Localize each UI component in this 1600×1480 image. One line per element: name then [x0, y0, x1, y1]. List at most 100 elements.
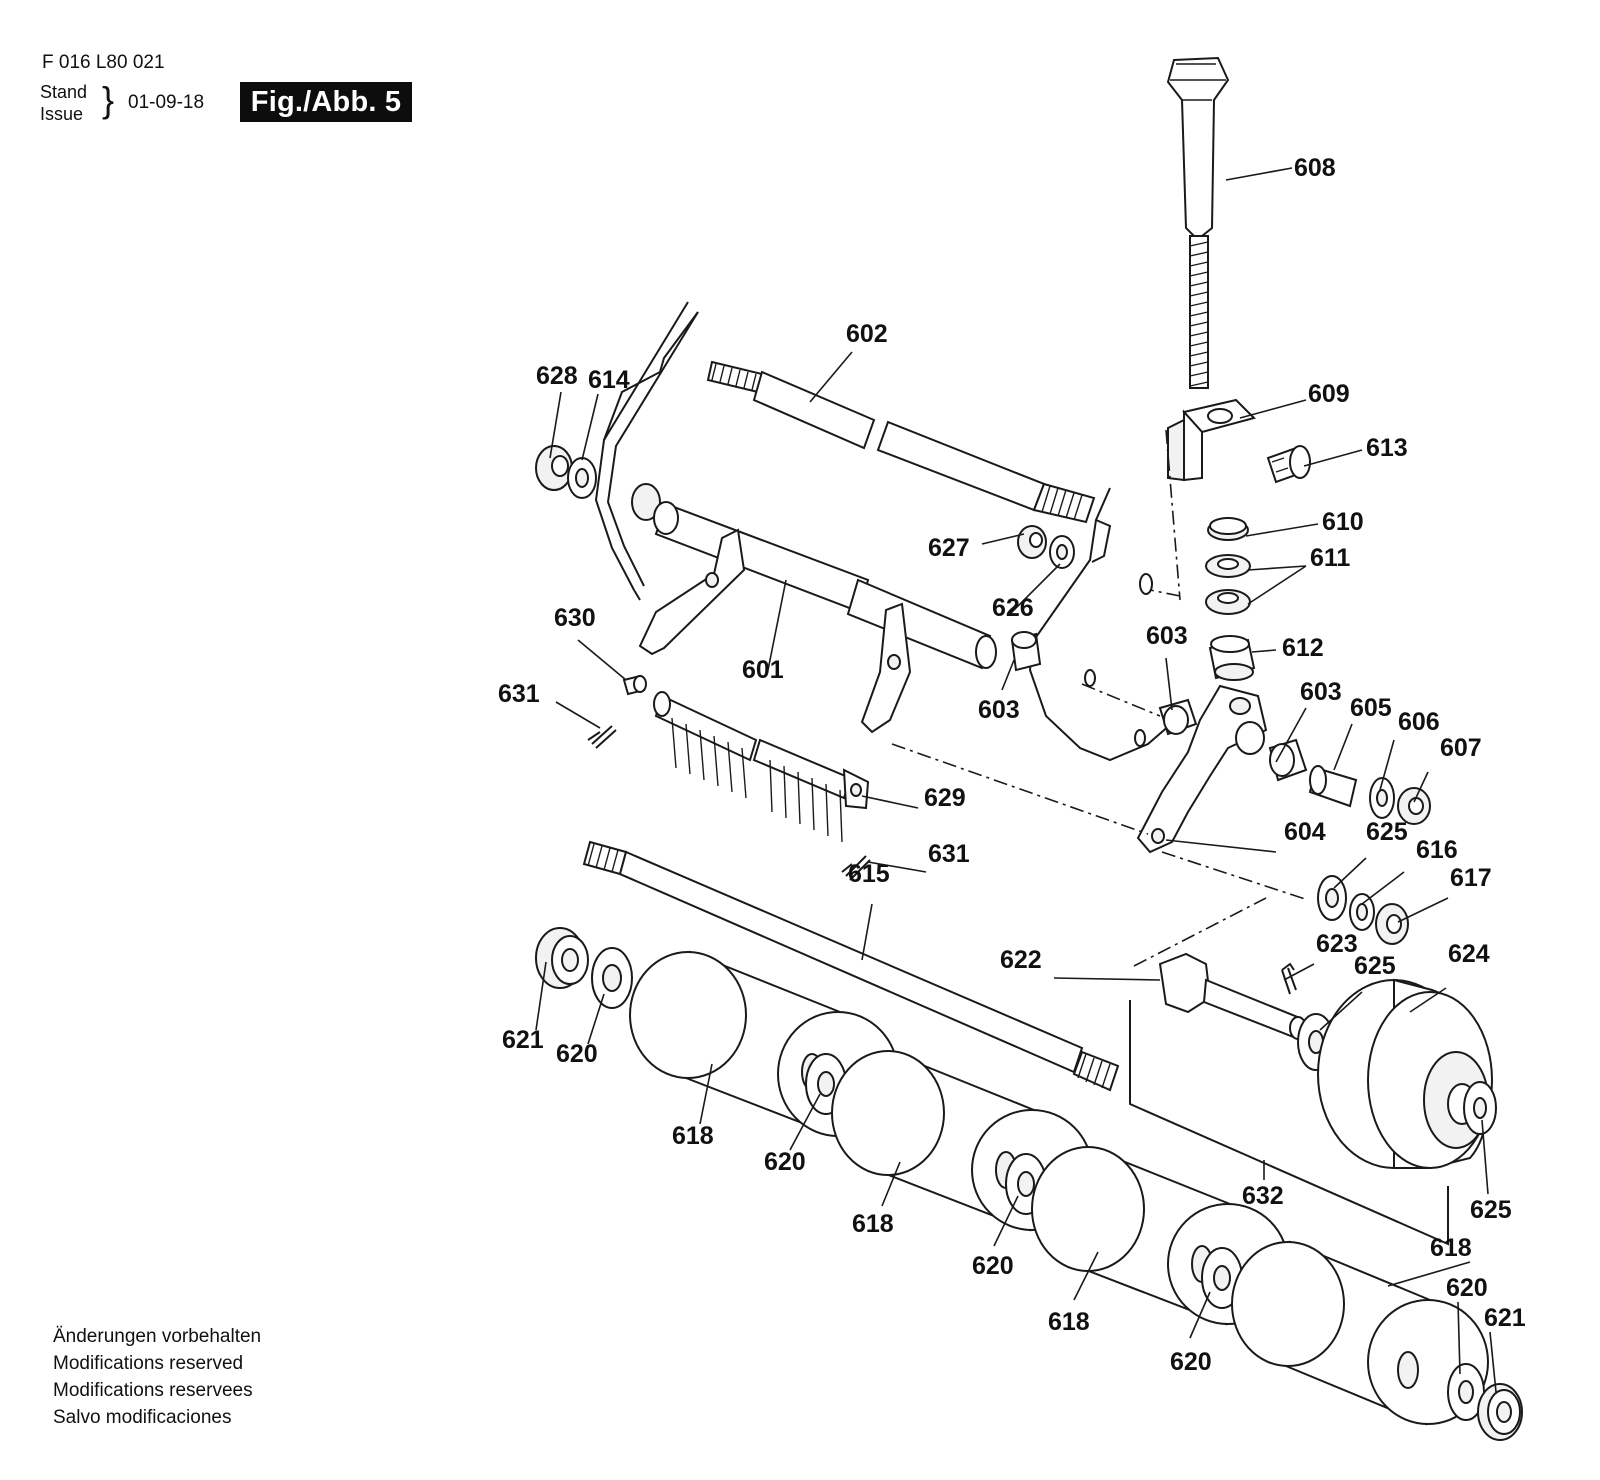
note-en: Modifications reserved — [53, 1353, 244, 1374]
part-label-620-right: 620 — [1446, 1274, 1488, 1302]
bushing-603-right — [1268, 738, 1308, 782]
part-label-611: 611 — [1310, 544, 1350, 572]
part-label-623: 623 — [1316, 930, 1358, 958]
grease-nipple-630 — [622, 674, 647, 696]
part-label-630: 630 — [554, 604, 596, 632]
axis-line-622 — [1133, 897, 1267, 967]
part-label-610: 610 — [1322, 508, 1364, 536]
rocker-tube-601 — [631, 483, 997, 734]
part-label-607: 607 — [1440, 734, 1482, 762]
part-label-631-upper: 631 — [498, 680, 540, 708]
leader-lines — [535, 167, 1497, 1393]
part-label-603-right: 603 — [1300, 678, 1342, 706]
washer-625-right — [1463, 1081, 1497, 1135]
clip-631-upper — [587, 725, 617, 749]
part-label-618-1: 618 — [672, 1122, 714, 1150]
issue-label: Issue — [40, 104, 84, 124]
part-label-616: 616 — [1416, 836, 1458, 864]
cotter-pin-623 — [1281, 962, 1297, 995]
part-label-625-right: 625 — [1470, 1196, 1512, 1224]
frame-plate-right-slot — [1091, 519, 1112, 563]
part-label-621-left: 621 — [502, 1026, 544, 1054]
axis-line-bracket — [1165, 429, 1181, 601]
note-fr: Modifications reservees — [53, 1380, 253, 1401]
washer-611-lower — [1205, 589, 1251, 615]
part-label-627: 627 — [928, 534, 970, 562]
part-label-632: 632 — [1242, 1182, 1284, 1210]
frame-plate-left — [594, 301, 699, 591]
part-label-608: 608 — [1294, 154, 1336, 182]
document-number: F 016 L80 021 — [42, 52, 165, 73]
collar-621-right — [1477, 1383, 1523, 1441]
axis-line-bushing — [1081, 683, 1161, 717]
washer-611-upper — [1205, 554, 1251, 578]
part-label-626: 626 — [992, 594, 1034, 622]
part-label-618-3: 618 — [1048, 1308, 1090, 1336]
part-label-621-right: 621 — [1484, 1304, 1526, 1332]
part-label-604: 604 — [1284, 818, 1326, 846]
modification-notes: Änderungen vorbehalten Modifications res… — [53, 1323, 261, 1431]
note-es: Salvo modificaciones — [53, 1407, 232, 1428]
axle-622 — [1158, 952, 1307, 1040]
part-label-620-1: 620 — [764, 1148, 806, 1176]
part-label-614: 614 — [588, 366, 630, 394]
part-label-605: 605 — [1350, 694, 1392, 722]
part-label-620-2: 620 — [972, 1252, 1014, 1280]
washer-626 — [1049, 535, 1075, 569]
part-label-612: 612 — [1282, 634, 1324, 662]
part-label-618-2: 618 — [852, 1210, 894, 1238]
part-label-618-4: 618 — [1430, 1234, 1472, 1262]
sleeve-612 — [1208, 635, 1256, 681]
axis-line-604 — [891, 743, 1149, 835]
part-label-603-upper: 603 — [1146, 622, 1188, 650]
bushing-603-left — [1010, 631, 1042, 672]
frame-plate-left-edge — [603, 311, 699, 601]
axis-line-615 — [1161, 851, 1309, 901]
part-label-602: 602 — [846, 320, 888, 348]
lever-604 — [1136, 684, 1268, 854]
note-de: Änderungen vorbehalten — [53, 1326, 262, 1347]
part-label-601: 601 — [742, 656, 784, 684]
washer-620-left — [591, 947, 633, 1009]
part-label-620-3: 620 — [1170, 1348, 1212, 1376]
roller-618-4 — [1231, 1240, 1489, 1426]
issue-date: 01-09-18 — [128, 92, 205, 113]
pin-small — [1084, 573, 1153, 747]
washer-625-upper — [1317, 875, 1347, 921]
part-label-625-upper: 625 — [1366, 818, 1408, 846]
assembly-bracket-632 — [1129, 1000, 1449, 1246]
figure-badge: Fig./Abb. 5 — [240, 82, 412, 122]
part-label-625-mid: 625 — [1354, 952, 1396, 980]
bushing-627 — [1017, 525, 1047, 559]
part-label-628: 628 — [536, 362, 578, 390]
shaft-615 — [582, 840, 1120, 1092]
collar-621-left — [535, 927, 589, 989]
part-label-631-lower: 631 — [928, 840, 970, 868]
part-label-615: 615 — [848, 860, 890, 888]
part-label-629: 629 — [924, 784, 966, 812]
nut-617 — [1375, 903, 1409, 945]
part-label-617: 617 — [1450, 864, 1492, 892]
frame-plate-right — [1028, 487, 1179, 762]
part-label-606: 606 — [1398, 708, 1440, 736]
spacer-605 — [1308, 765, 1358, 808]
handle-knob-608 — [1166, 56, 1230, 389]
roller-618-2 — [831, 1050, 1093, 1232]
part-label-622: 622 — [1000, 946, 1042, 974]
part-label-620-left: 620 — [556, 1040, 598, 1068]
wheel-624 — [1317, 978, 1493, 1169]
part-number-labels: 608 602 628 614 609 613 610 611 627 626 … — [498, 154, 1526, 1376]
washer-606 — [1369, 777, 1395, 819]
shaft-602 — [706, 360, 1096, 524]
bracket-609 — [1167, 398, 1256, 482]
part-label-603-left: 603 — [978, 696, 1020, 724]
nut-607 — [1397, 787, 1431, 825]
washer-614 — [567, 457, 597, 499]
brace-icon: } — [102, 79, 115, 120]
rake-629 — [653, 691, 870, 843]
part-label-609: 609 — [1308, 380, 1350, 408]
part-label-624: 624 — [1448, 940, 1490, 968]
bolt-613 — [1266, 445, 1311, 484]
